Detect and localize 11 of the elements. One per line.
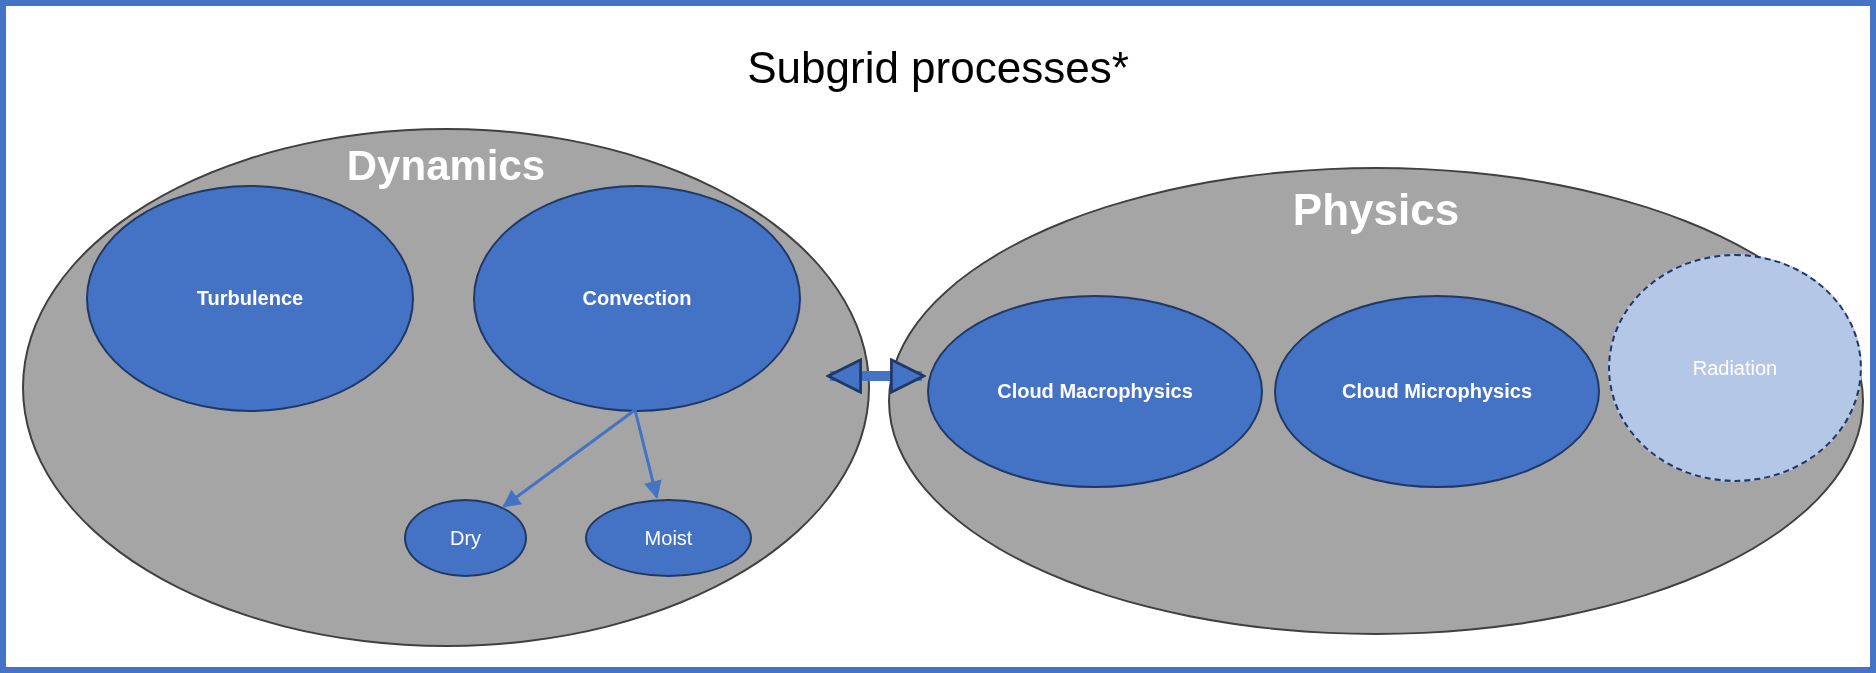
arrow [633, 409, 662, 499]
process-ellipse: Dry [404, 499, 527, 577]
arrow [502, 408, 636, 508]
process-ellipse: Moist [585, 499, 752, 577]
process-ellipse: Radiation [1608, 254, 1862, 482]
process-ellipse: Cloud Microphysics [1274, 295, 1600, 488]
group-title: Physics [1291, 184, 1461, 236]
title: Subgrid processes* [746, 46, 1130, 90]
double-arrow [826, 358, 926, 394]
process-ellipse: Cloud Macrophysics [927, 295, 1263, 488]
process-ellipse: Convection [473, 185, 801, 412]
